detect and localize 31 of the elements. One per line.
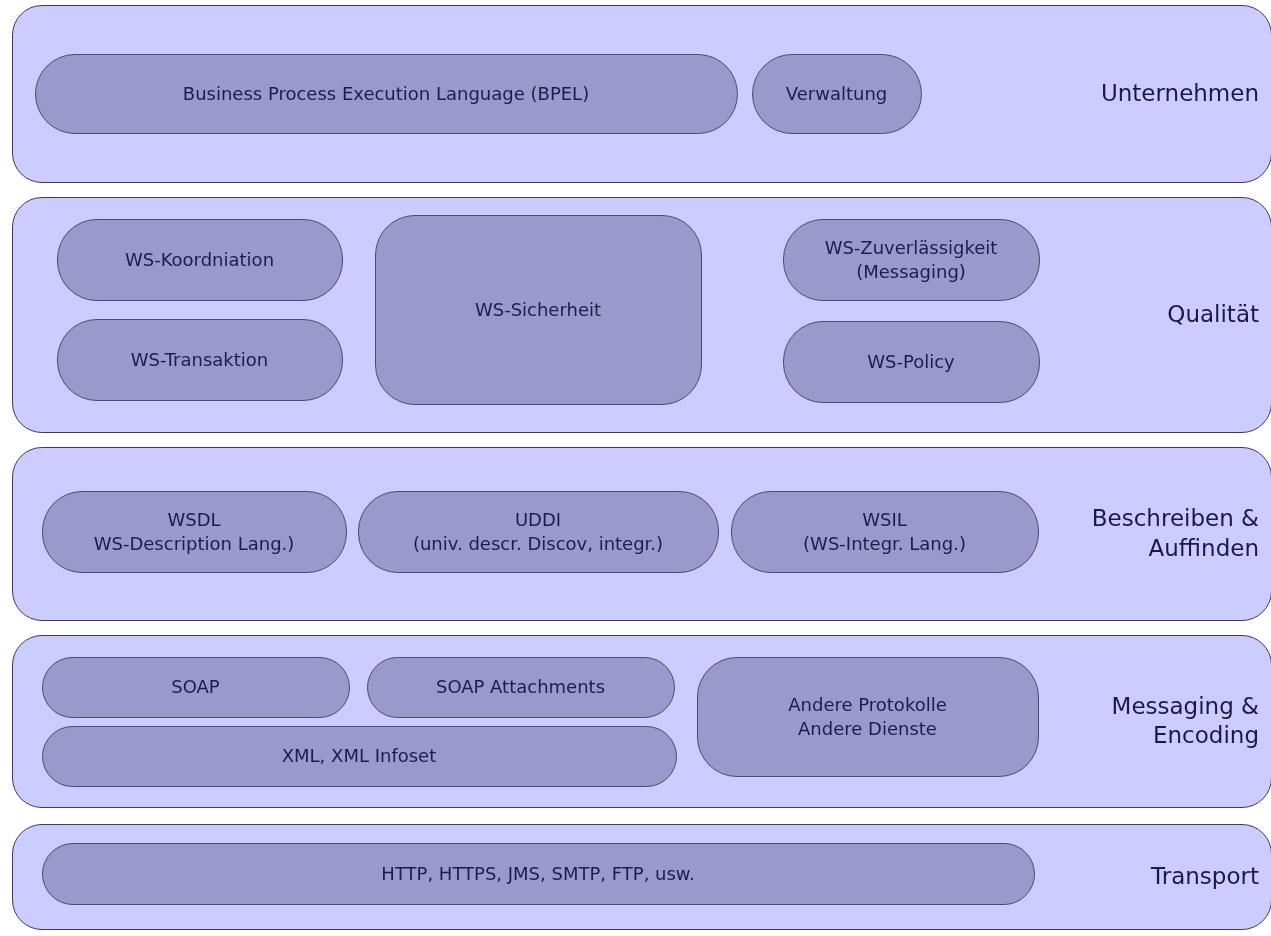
layer-band — [12, 447, 1271, 621]
component-label: WSIL — [862, 508, 907, 532]
component-label: WS-Description Lang.) — [93, 531, 295, 555]
component-label: SOAP Attachments — [435, 675, 606, 699]
layer-title: Messaging & Encoding — [1110, 691, 1259, 751]
component-label: WSDL — [167, 508, 221, 532]
component-label: WS-Sicherheit — [474, 297, 602, 322]
layer-band — [12, 5, 1271, 183]
component-label: WS-Policy — [867, 349, 955, 374]
component-label: Verwaltung — [785, 81, 888, 106]
layer-title: Transport — [1150, 862, 1259, 892]
component-pill — [696, 656, 1039, 777]
component-label: (univ. descr. Discov, integr.) — [412, 531, 664, 555]
layer-title: Unternehmen — [1099, 79, 1259, 109]
component-label: WS-Koordniation — [124, 247, 275, 272]
component-label: (WS-Integr. Lang.) — [803, 531, 966, 555]
layer-band — [12, 824, 1271, 930]
layer-band — [12, 197, 1271, 433]
layer-title: Beschreiben & Auffinden — [1090, 504, 1259, 563]
component-label: UDDI — [514, 508, 562, 532]
component-label: SOAP — [171, 675, 220, 699]
component-label: HTTP, HTTPS, JMS, SMTP, FTP, usw. — [381, 861, 695, 886]
component-label: Andere Protokolle — [788, 693, 947, 717]
component-label: Business Process Execution Language (BPEL) — [182, 81, 590, 106]
layer-title: Qualität — [1166, 300, 1259, 330]
component-label: WS-Zuverlässigkeit (Messaging) — [823, 236, 999, 283]
layer-band — [12, 635, 1271, 808]
component-label: XML, XML Infoset — [281, 744, 437, 768]
component-pill — [374, 214, 702, 405]
component-label: WS-Transaktion — [130, 347, 269, 372]
component-label: Andere Dienste — [798, 716, 937, 740]
